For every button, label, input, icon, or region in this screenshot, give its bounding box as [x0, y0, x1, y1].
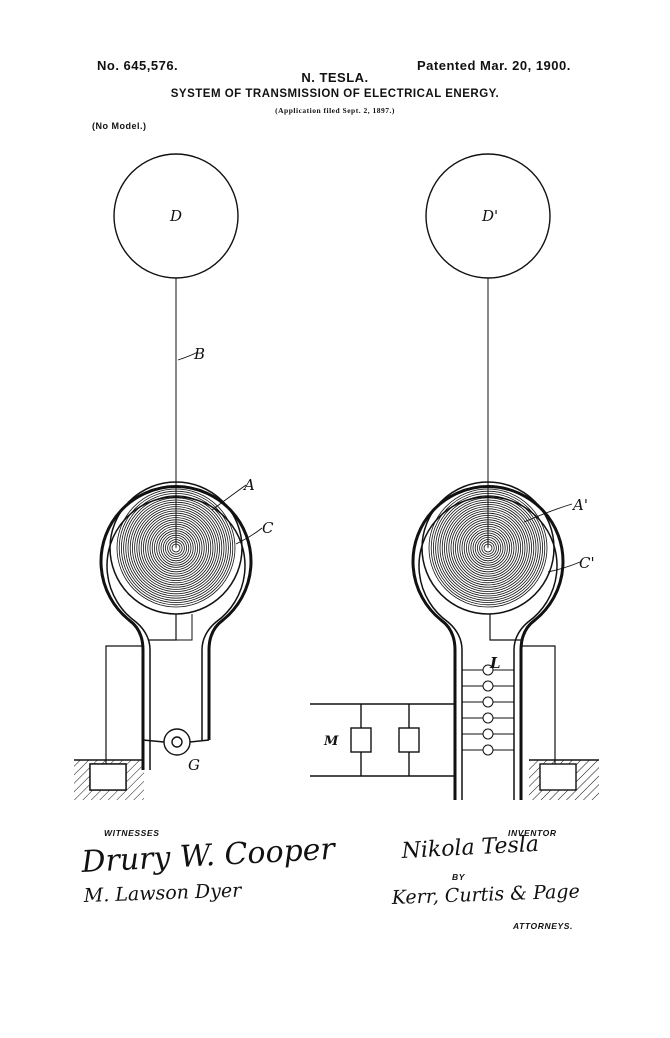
label-a: A: [242, 476, 255, 494]
coil-turn: [160, 532, 192, 564]
coil-turn: [149, 521, 203, 575]
coil-turn: [459, 519, 517, 577]
coil-turn: [432, 492, 543, 603]
attorneys-signature: Kerr, Curtis & Page: [390, 880, 580, 909]
no-model-note: (No Model.): [92, 121, 147, 131]
coil-turn: [116, 488, 236, 608]
coil-turn: [145, 517, 207, 579]
coil-turn: [446, 506, 530, 590]
lamps-l: [462, 664, 514, 756]
label-d-prime: D': [481, 207, 498, 225]
label-m: M: [323, 734, 339, 749]
coil-turn: [463, 523, 513, 573]
coil-turn: [169, 541, 183, 555]
witnesses-label: WITNESSES: [104, 828, 160, 838]
motor-m-1: [350, 727, 372, 753]
coil-turn: [474, 534, 502, 562]
coil-a-prime-spiral: [428, 488, 548, 608]
primary-c-prime-inner: [418, 496, 558, 800]
coil-turn: [138, 510, 214, 586]
coil-turn: [156, 528, 196, 568]
coil-turn: [142, 515, 209, 582]
patent-title: SYSTEM OF TRANSMISSION OF ELECTRICAL ENE…: [170, 88, 500, 100]
ground-plate-right: [539, 763, 577, 791]
patent-number: No. 645,576.: [97, 58, 179, 73]
coil-turn: [457, 517, 519, 579]
coil-turn: [441, 501, 535, 595]
coil-turn: [448, 508, 528, 588]
coil-turn: [162, 534, 190, 562]
coil-turn: [430, 490, 546, 606]
coil-turn: [479, 539, 497, 557]
label-a-prime: A': [571, 496, 588, 514]
label-d: D: [169, 207, 182, 225]
primary-c-outer: [99, 485, 253, 770]
coil-turn: [164, 537, 187, 560]
coil-turn: [123, 495, 229, 601]
coil-turn: [465, 526, 510, 571]
label-c: C: [262, 519, 274, 537]
coil-turn: [136, 508, 216, 588]
coil-turn: [483, 543, 493, 553]
coil-turn: [437, 497, 539, 599]
patent-date: Patented Mar. 20, 1900.: [417, 58, 571, 73]
coil-turn: [140, 512, 212, 584]
coil-turn: [468, 528, 508, 568]
coil-turn: [428, 488, 548, 608]
coil-turn: [476, 537, 499, 560]
witness-signature-2: M. Lawson Dyer: [82, 879, 243, 907]
coil-turn: [450, 510, 526, 586]
label-g: G: [188, 756, 200, 774]
label-c-prime: C': [579, 554, 595, 572]
primary-c-inner: [106, 496, 246, 770]
generator-g: [163, 728, 191, 756]
coil-turn: [129, 501, 223, 595]
coil-turn: [481, 541, 495, 555]
motor-m-2: [398, 727, 420, 753]
by-label: BY: [452, 872, 466, 882]
primary-c-prime-outer: [411, 485, 565, 800]
coil-turn: [127, 499, 225, 597]
coil-turn: [158, 530, 194, 566]
coil-turn: [134, 506, 218, 590]
application-filed-note: (Application filed Sept. 2, 1897.): [275, 106, 395, 115]
coil-turn: [435, 495, 541, 601]
coil-turn: [151, 523, 201, 573]
inventor-label: INVENTOR: [508, 828, 557, 838]
label-b: B: [193, 345, 205, 363]
attorneys-label: ATTORNEYS.: [513, 921, 573, 931]
coil-turn: [171, 543, 181, 553]
coil-turn: [454, 515, 521, 582]
coil-turn: [131, 503, 220, 592]
coil-turn: [472, 532, 504, 564]
label-l: L: [489, 654, 501, 672]
coil-turn: [452, 512, 524, 584]
coil-turn: [147, 519, 205, 577]
coil-turn: [167, 539, 185, 557]
coil-turn: [443, 503, 532, 592]
coil-turn: [153, 526, 198, 571]
coil-a-spiral: [116, 488, 236, 608]
witness-signature-1: Drury W. Cooper: [80, 832, 338, 880]
coil-turn: [125, 497, 227, 599]
coil-turn: [461, 521, 515, 575]
coil-a-prime-boundary: [421, 481, 555, 615]
coil-turn: [121, 492, 231, 603]
coil-turn: [439, 499, 537, 597]
coil-turn: [470, 530, 506, 566]
coil-turn: [118, 490, 234, 606]
inventor-name: N. TESLA.: [301, 70, 369, 85]
